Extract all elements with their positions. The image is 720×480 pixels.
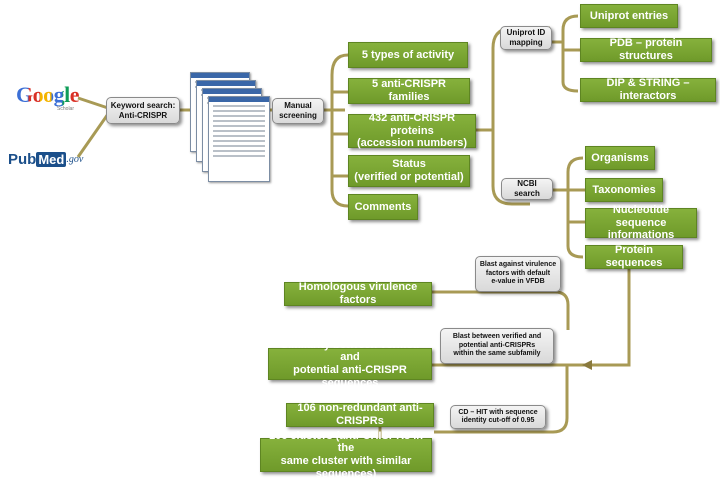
ncbi-search-label: NCBI search	[501, 178, 553, 200]
connector-protein-down	[592, 268, 631, 367]
doc-page-4	[208, 96, 270, 182]
proteins-line-1: 432 anti-CRISPR proteins	[368, 112, 456, 137]
cdhit-line-1: CD – HIT with sequence	[458, 408, 538, 416]
bracket-ncbi-ticks	[552, 188, 585, 224]
status-line-2: (verified or potential)	[354, 171, 464, 183]
pubmed-logo-med: Med	[36, 151, 67, 167]
proteins-line-2: (accession numbers)	[356, 137, 468, 150]
blast-vfdb-line-3: e-value in VFDB	[491, 278, 545, 286]
blast-sub-line-2: potential anti-CRISPRs	[458, 341, 536, 349]
blast-vfdb-line-1: Blast against virulence	[479, 261, 557, 269]
google-scholar-subtext: Scholar	[57, 106, 74, 112]
connector-logos-keyword	[76, 96, 110, 158]
clusters-line-1: 106 clusters (anti-CRISPRs in the	[268, 429, 424, 455]
connector-to-ncbi	[491, 130, 530, 206]
box-nonredundant: 106 non-redundant anti-CRISPRs	[286, 402, 434, 427]
arrow-head	[582, 360, 592, 370]
keyword-line-1: Keyword search:	[110, 100, 176, 110]
nucleotide-line-1: Nucleotide sequence	[612, 204, 670, 229]
bracket-uniprot	[561, 14, 579, 93]
cdhit-line-2: identity cut-off of 0.95	[461, 417, 535, 424]
box-taxonomies: Taxonomies	[585, 178, 663, 202]
box-dip-string: DIP & STRING – interactors	[580, 77, 716, 102]
keyword-line-2: Anti-CRISPR	[118, 110, 168, 120]
pubmed-logo: Pub Med .gov	[8, 144, 86, 174]
connector-cdhit	[434, 365, 569, 434]
box-anti-crispr-families: 5 anti-CRISPR families	[348, 78, 470, 104]
blast-sub-line-3: within the same subfamily	[453, 350, 541, 358]
clusters-line-2: same cluster with similar sequences)	[280, 455, 412, 480]
box-protein-sequences: Protein sequences	[585, 244, 683, 269]
box-uniprot-entries: Uniprot entries	[580, 4, 678, 28]
bracket-middle-ticks	[332, 90, 350, 178]
bracket-middle	[330, 53, 349, 208]
box-types-of-activity: 5 types of activity	[348, 42, 468, 68]
box-status: Status(verified or potential)	[348, 155, 470, 187]
box-pdb-structures: PDB – protein structures	[580, 37, 712, 62]
google-logo-text: Google	[16, 82, 80, 107]
box-comments: Comments	[348, 194, 418, 220]
uniprot-mapping-line-2: mapping	[509, 38, 543, 47]
pubmed-logo-gov: .gov	[66, 153, 84, 165]
bracket-ncbi	[566, 156, 584, 259]
blast-sub-line-1: Blast between verified and	[452, 333, 542, 341]
box-organisms: Organisms	[585, 146, 655, 170]
manual-line-1: Manual	[284, 101, 312, 111]
box-homologous-virulence: Homologous virulence factors	[284, 281, 432, 306]
bracket-uniprot-tick	[550, 40, 580, 52]
paper-screenshots	[190, 72, 270, 182]
similarity-line-2: potential anti-CRISPR sequences	[293, 364, 407, 389]
google-scholar-logo: Google Scholar	[16, 82, 80, 116]
connector-homologous	[432, 290, 570, 330]
pubmed-logo-pub: Pub	[8, 150, 37, 168]
similarity-line-1: Similarity between verified and	[280, 338, 420, 364]
keyword-search-label: Keyword search:Anti-CRISPR	[106, 97, 180, 124]
status-line-1: Status	[392, 158, 426, 171]
blast-vfdb-line-2: factors with default	[485, 269, 551, 277]
box-anti-crispr-proteins: 432 anti-CRISPR proteins(accession numbe…	[348, 112, 476, 150]
nucleotide-line-2: informations	[607, 229, 675, 242]
manual-line-2: screening	[279, 111, 317, 120]
uniprot-mapping-line-1: Uniprot ID	[506, 28, 546, 38]
